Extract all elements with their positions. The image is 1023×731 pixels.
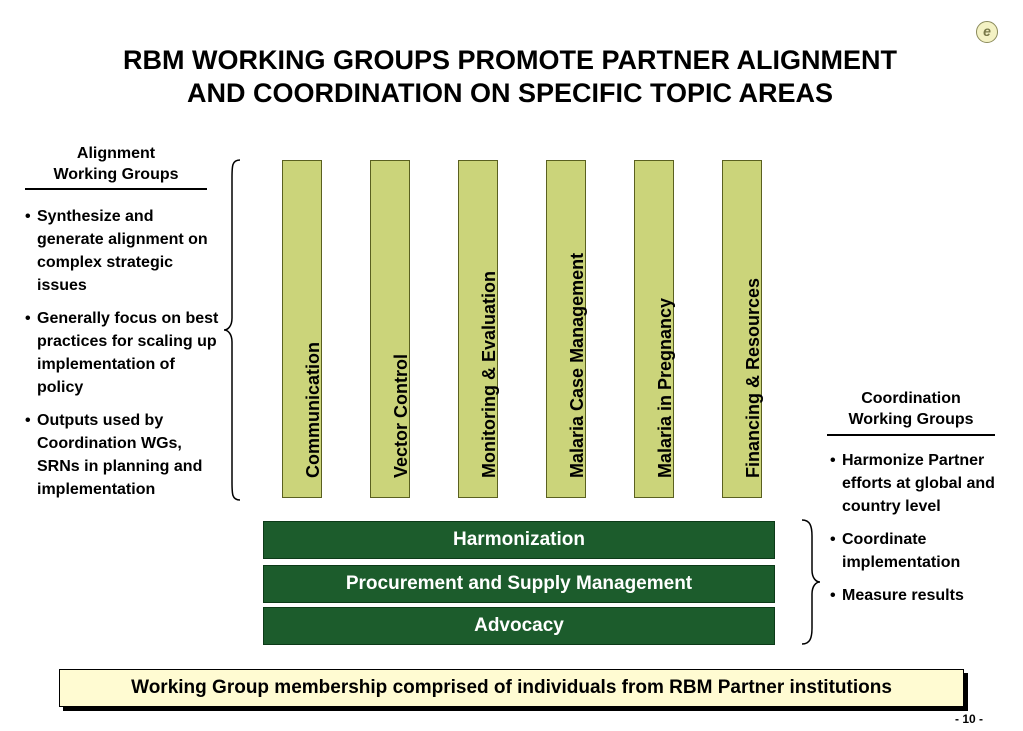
group-bar-malaria-case-management: Malaria Case Management	[546, 160, 587, 498]
alignment-bullet: Generally focus on best practices for sc…	[25, 307, 223, 399]
coordination-brace	[801, 519, 821, 645]
coordination-bullet-list: Harmonize Partner efforts at global and …	[830, 449, 1010, 617]
group-bar-label: Monitoring & Evaluation	[479, 271, 499, 478]
group-bar-financing-resources: Financing & Resources	[722, 160, 763, 498]
group-bar-label: Malaria in Pregnancy	[655, 297, 675, 478]
alignment-bullet: Synthesize and generate alignment on com…	[25, 205, 223, 297]
alignment-heading-line-1: Alignment	[76, 145, 156, 162]
alignment-bullet: Outputs used by Coordination WGs, SRNs i…	[25, 409, 223, 501]
group-bar-label: Malaria Case Management	[567, 252, 587, 478]
group-bar-label: Vector Control	[391, 353, 411, 478]
coordination-band-harmonization: Harmonization	[263, 521, 775, 559]
coordination-band-advocacy: Advocacy	[263, 607, 775, 645]
coordination-heading: Coordination Working Groups	[827, 388, 995, 430]
title-line-2: AND COORDINATION ON SPECIFIC TOPIC AREAS	[186, 78, 834, 108]
group-bar-label: Financing & Resources	[743, 277, 763, 478]
group-bar-vector-control: Vector Control	[370, 160, 411, 498]
title-line-1: RBM WORKING GROUPS PROMOTE PARTNER ALIGN…	[123, 45, 897, 75]
page-title: RBM WORKING GROUPS PROMOTE PARTNER ALIGN…	[40, 44, 980, 110]
alignment-heading: Alignment Working Groups	[25, 143, 207, 185]
group-bar-monitoring-evaluation: Monitoring & Evaluation	[458, 160, 499, 498]
alignment-bullet-list: Synthesize and generate alignment on com…	[25, 205, 223, 511]
group-bar-malaria-in-pregnancy: Malaria in Pregnancy	[634, 160, 675, 498]
alignment-heading-rule	[25, 188, 207, 190]
alignment-brace	[223, 159, 241, 501]
group-bar-communication: Communication	[282, 160, 323, 498]
group-bar-label: Communication	[303, 341, 323, 478]
alignment-heading-line-2: Working Groups	[53, 166, 179, 183]
section-badge: e	[976, 21, 998, 43]
coordination-bullet: Harmonize Partner efforts at global and …	[830, 449, 1010, 518]
page-number: - 10 -	[955, 712, 984, 726]
coordination-bullet: Measure results	[830, 584, 1010, 607]
coordination-heading-rule	[827, 434, 995, 436]
coordination-heading-line-1: Coordination	[861, 390, 961, 407]
membership-note: Working Group membership comprised of in…	[59, 669, 964, 707]
coordination-bullet: Coordinate implementation	[830, 528, 1010, 574]
coordination-band-procurement: Procurement and Supply Management	[263, 565, 775, 603]
coordination-heading-line-2: Working Groups	[848, 411, 974, 428]
